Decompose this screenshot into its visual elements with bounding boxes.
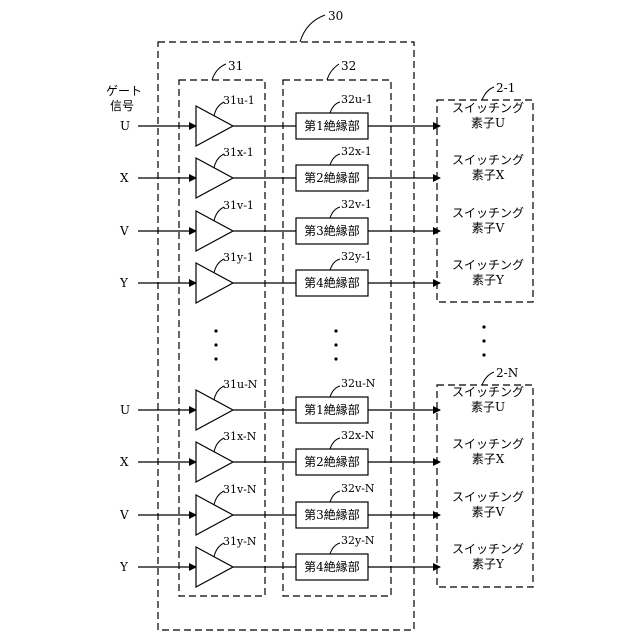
iso-ref-label-y-1: 32y-1 xyxy=(341,250,372,263)
input-signal-v-1: V xyxy=(119,224,129,238)
iso-ref-leader-x-n xyxy=(330,438,340,449)
amplifier-x-n xyxy=(196,442,233,482)
input-signal-u-n: U xyxy=(120,403,130,417)
amplifier-y-1 xyxy=(196,263,233,303)
switch-group-n-leader xyxy=(482,372,494,385)
switch-label-y-1: スイッチング xyxy=(452,258,524,272)
isolation-label-x-n: 第2絶縁部 xyxy=(304,454,360,469)
isolation-label-u-1: 第1絶縁部 xyxy=(304,118,360,133)
switch-element-v-n: 素子V xyxy=(472,505,505,519)
switch-element-y-1: 素子Y xyxy=(472,273,505,287)
switch-element-u-n: 素子U xyxy=(471,400,505,414)
isolation-label-v-1: 第3絶縁部 xyxy=(304,223,360,238)
switch-element-u-1: 素子U xyxy=(471,116,505,130)
switch-label-u-n: スイッチング xyxy=(452,385,524,399)
amplifier-u-n xyxy=(196,390,233,430)
amp-continuation-dots xyxy=(214,329,217,360)
switch-element-x-n: 素子X xyxy=(472,452,505,466)
switch-group-1-leader xyxy=(482,87,494,100)
input-signal-x-1: X xyxy=(120,171,129,185)
iso-ref-leader-y-1 xyxy=(330,259,340,270)
input-signal-v-n: V xyxy=(119,508,129,522)
amplifier-v-n xyxy=(196,495,233,535)
isolation-label-u-n: 第1絶縁部 xyxy=(304,402,360,417)
isolation-label-x-1: 第2絶縁部 xyxy=(304,170,360,185)
iso-ref-label-y-n: 32y-N xyxy=(341,534,375,547)
amplifier-v-1 xyxy=(196,211,233,251)
amp-ref-label-y-1: 31y-1 xyxy=(223,251,254,264)
isolation-label-y-1: 第4絶縁部 xyxy=(304,275,360,290)
amp-ref-label-x-1: 31x-1 xyxy=(223,146,254,159)
amplifier-x-1 xyxy=(196,158,233,198)
signal-rows: U 31u-1 第1絶縁部 32u-1 スイッチング素子U X 31x-1 第2絶縁部 32x-… xyxy=(119,93,524,587)
row-v-1: V 31v-1 第3絶縁部 32v-1 スイッチング素子V xyxy=(119,198,524,251)
switch-element-y-n: 素子Y xyxy=(472,557,505,571)
switch-label-x-n: スイッチング xyxy=(452,437,524,451)
amp-block-31-leader xyxy=(212,64,226,80)
isolation-label-y-n: 第4絶縁部 xyxy=(304,559,360,574)
iso-ref-leader-u-1 xyxy=(330,102,340,113)
amp-ref-label-x-n: 31x-N xyxy=(223,430,257,443)
amplifier-u-1 xyxy=(196,106,233,146)
switch-label-x-1: スイッチング xyxy=(452,153,524,167)
row-y-n: Y 31y-N 第4絶縁部 32y-N スイッチング素子Y xyxy=(119,534,524,587)
gate-signal-label-line2: 信号 xyxy=(110,99,134,113)
switch-label-y-n: スイッチング xyxy=(452,542,524,556)
iso-ref-leader-x-1 xyxy=(330,154,340,165)
amp-ref-label-u-n: 31u-N xyxy=(223,378,258,391)
iso-ref-label-u-1: 32u-1 xyxy=(341,93,373,106)
row-x-n: X 31x-N 第2絶縁部 32x-N スイッチング素子X xyxy=(120,429,524,482)
switch-element-v-1: 素子V xyxy=(472,221,505,235)
switch-element-x-1: 素子X xyxy=(472,168,505,182)
amplifier-y-n xyxy=(196,547,233,587)
amp-ref-label-y-n: 31y-N xyxy=(223,535,257,548)
row-u-1: U 31u-1 第1絶縁部 32u-1 スイッチング素子U xyxy=(120,93,524,146)
unit-30-label: 30 xyxy=(328,9,343,23)
iso-ref-label-v-1: 32v-1 xyxy=(341,198,372,211)
switch-group-n-label: 2-N xyxy=(496,366,518,380)
iso-ref-label-x-1: 32x-1 xyxy=(341,145,372,158)
input-signal-u-1: U xyxy=(120,119,130,133)
iso-ref-label-u-n: 32u-N xyxy=(341,377,376,390)
row-v-n: V 31v-N 第3絶縁部 32v-N スイッチング素子V xyxy=(119,482,524,535)
iso-ref-leader-v-1 xyxy=(330,207,340,218)
switch-continuation-dots xyxy=(482,325,485,356)
row-y-1: Y 31y-1 第4絶縁部 32y-1 スイッチング素子Y xyxy=(119,250,524,303)
iso-ref-label-v-n: 32v-N xyxy=(341,482,375,495)
row-x-1: X 31x-1 第2絶縁部 32x-1 スイッチング素子X xyxy=(120,145,524,198)
iso-block-32-label: 32 xyxy=(341,59,356,73)
iso-ref-label-x-n: 32x-N xyxy=(341,429,375,442)
input-signal-y-1: Y xyxy=(119,276,129,290)
iso-ref-leader-v-n xyxy=(330,491,340,502)
iso-continuation-dots xyxy=(334,329,337,360)
switch-group-1-label: 2-1 xyxy=(496,81,515,95)
amp-ref-label-v-1: 31v-1 xyxy=(223,199,254,212)
row-u-n: U 31u-N 第1絶縁部 32u-N スイッチング素子U xyxy=(120,377,524,430)
amp-block-31-label: 31 xyxy=(228,59,243,73)
switch-label-v-1: スイッチング xyxy=(452,206,524,220)
iso-ref-leader-y-n xyxy=(330,543,340,554)
iso-block-32-leader xyxy=(327,64,339,80)
unit-30-leader xyxy=(300,15,325,42)
input-signal-y-n: Y xyxy=(119,560,129,574)
switch-label-v-n: スイッチング xyxy=(452,490,524,504)
amp-ref-label-u-1: 31u-1 xyxy=(223,94,255,107)
isolation-label-v-n: 第3絶縁部 xyxy=(304,507,360,522)
iso-ref-leader-u-n xyxy=(330,386,340,397)
switch-label-u-1: スイッチング xyxy=(452,101,524,115)
input-signal-x-n: X xyxy=(120,455,129,469)
amp-ref-label-v-n: 31v-N xyxy=(223,483,257,496)
gate-signal-label-line1: ゲート xyxy=(106,84,142,98)
